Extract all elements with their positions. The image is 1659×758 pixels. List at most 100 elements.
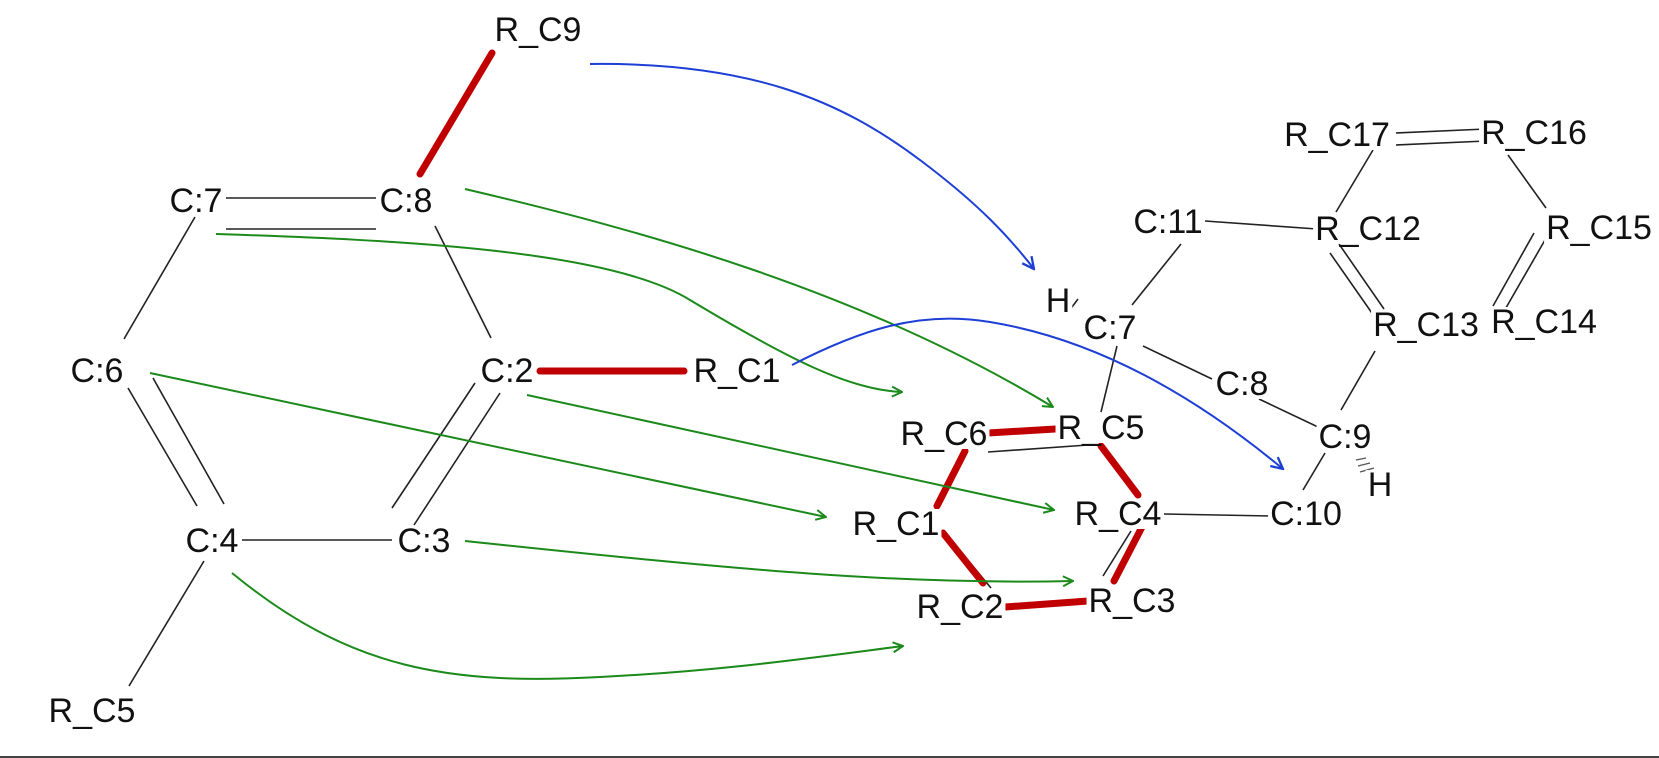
atom-label-background <box>914 592 1006 622</box>
highlight-bond-r_c4-r_c3 <box>1110 523 1146 585</box>
atom-label: R_C6 <box>901 415 988 453</box>
left-molecule-bonds <box>123 49 688 687</box>
atom-label: C:11 <box>1133 203 1202 241</box>
map-arrow-c4 <box>231 572 903 680</box>
atom-label: R_C15 <box>1546 209 1652 247</box>
bond-c4-r_c5 <box>128 560 205 687</box>
bond-c2-c3-double <box>413 392 501 526</box>
bond-rc7-rc8 <box>1142 345 1213 380</box>
highlight-bond-r_c1-r_c2 <box>939 529 987 587</box>
bond-r_c17-r_c16 <box>1395 128 1487 134</box>
atom-label: R_C5 <box>49 692 136 730</box>
atom-r_c16: R_C16 <box>1479 114 1589 152</box>
atom-label: R_C5 <box>1058 409 1145 447</box>
bond-c6-c4 <box>127 387 198 507</box>
atom-label-background <box>167 186 225 216</box>
atom-label: R_C14 <box>1491 303 1597 341</box>
atom-label: C:10 <box>1270 495 1342 533</box>
atom-label: R_C16 <box>1481 114 1587 152</box>
atom-r_c9: R_C9 <box>492 11 584 49</box>
atom-r_c17: R_C17 <box>1282 116 1392 154</box>
atom-label-background <box>478 356 536 386</box>
atom-label-background <box>1081 313 1139 343</box>
bond-r_c4-c10 <box>1163 513 1272 517</box>
atom-r_c4: R_C4 <box>1072 495 1164 533</box>
atom-c10: C:10 <box>1268 495 1344 533</box>
atom-label-background <box>1371 310 1481 340</box>
bond-r_c15-r_c14 <box>1502 239 1546 314</box>
map-arrow-c2 <box>526 394 1054 510</box>
bond-c8-c2 <box>434 225 492 339</box>
right-molecule-bonds <box>933 128 1547 611</box>
atom-label-background <box>850 509 942 539</box>
atom-label-background <box>1043 286 1073 316</box>
atom-rc7: C:7 <box>1081 309 1139 347</box>
reaction-arrow-r_c1 <box>791 317 1283 469</box>
atom-label: C:4 <box>186 522 239 560</box>
atom-c6: C:6 <box>68 352 126 390</box>
atom-label: H <box>1368 466 1393 504</box>
atom-label-background <box>183 526 241 556</box>
atom-label-background <box>68 356 126 386</box>
atom-r_c2: R_C2 <box>914 588 1006 626</box>
atom-label-background <box>1131 207 1205 237</box>
atom-label: C:8 <box>380 182 433 220</box>
highlight-bond-r_c6-r_c1 <box>933 447 969 510</box>
atom-label-background <box>1072 499 1164 529</box>
atom-r_c3: R_C3 <box>1086 582 1178 620</box>
atom-label-background <box>395 526 453 556</box>
atom-r_c14: R_C14 <box>1489 303 1599 341</box>
atom-label-background <box>1055 413 1147 443</box>
atom-label-background <box>377 186 435 216</box>
map-arrow-c3 <box>464 540 1073 582</box>
atom-label: C:2 <box>481 352 534 390</box>
bond-r_c13-rc9 <box>1340 350 1376 411</box>
highlight-bond-r_c5-r_c4 <box>1097 442 1142 499</box>
mapping-arrows <box>149 62 1283 680</box>
reaction-arrow-r_c9 <box>589 62 1034 269</box>
bond-r_c15-r_c14-double <box>1492 232 1535 307</box>
atom-label: R_C17 <box>1284 116 1390 154</box>
atom-label-background <box>1086 586 1178 616</box>
bond-c7-c6 <box>123 216 196 340</box>
bond-r_c6-r_c5-double <box>987 444 1089 453</box>
map-arrow-c7 <box>215 233 902 392</box>
atom-label: R_C3 <box>1089 582 1176 620</box>
atom-r_c12: R_C12 <box>1313 210 1423 248</box>
atom-label: H <box>1046 282 1071 320</box>
atom-r_c5: R_C5 <box>46 692 138 730</box>
atom-h_top: H <box>1043 282 1073 320</box>
atom-label-background <box>1282 120 1392 150</box>
atom-label-background <box>1313 214 1423 244</box>
atom-c11: C:11 <box>1131 203 1205 241</box>
atom-label-background <box>691 356 783 386</box>
atom-r_c6: R_C6 <box>898 415 990 453</box>
atom-rc8: C:8 <box>1213 365 1271 403</box>
atom-label-background <box>1268 499 1344 529</box>
atom-label: R_C1 <box>853 505 940 543</box>
bond-r_c17-r_c16-double <box>1395 140 1487 146</box>
atom-label: C:3 <box>398 522 451 560</box>
atom-c7: C:7 <box>167 182 225 220</box>
atom-label: C:8 <box>1216 365 1269 403</box>
atom-label-background <box>1316 422 1374 452</box>
bond-r_c17-r_c12 <box>1335 149 1374 213</box>
highlight-bond-r_c9-c8 <box>416 49 496 178</box>
atom-label-background <box>46 696 138 726</box>
atom-rc9: C:9 <box>1316 418 1374 456</box>
atom-r_c15: R_C15 <box>1544 209 1654 247</box>
atom-label-background <box>1213 369 1271 399</box>
atom-label-background <box>1479 118 1589 148</box>
map-arrow-c6 <box>149 372 826 517</box>
atom-label: C:6 <box>71 352 124 390</box>
bond-r_c16-r_c15 <box>1507 154 1547 209</box>
bond-c11-r_c12 <box>1204 220 1318 230</box>
atom-c8: C:8 <box>377 182 435 220</box>
atom-c4: C:4 <box>183 522 241 560</box>
atom-label: R_C13 <box>1373 306 1479 344</box>
atom-label: C:7 <box>170 182 223 220</box>
bond-rc7-r_c5 <box>1100 345 1118 413</box>
atom-label: C:7 <box>1084 309 1137 347</box>
atom-c3: C:3 <box>395 522 453 560</box>
atom-h_bottom: H <box>1365 466 1395 504</box>
